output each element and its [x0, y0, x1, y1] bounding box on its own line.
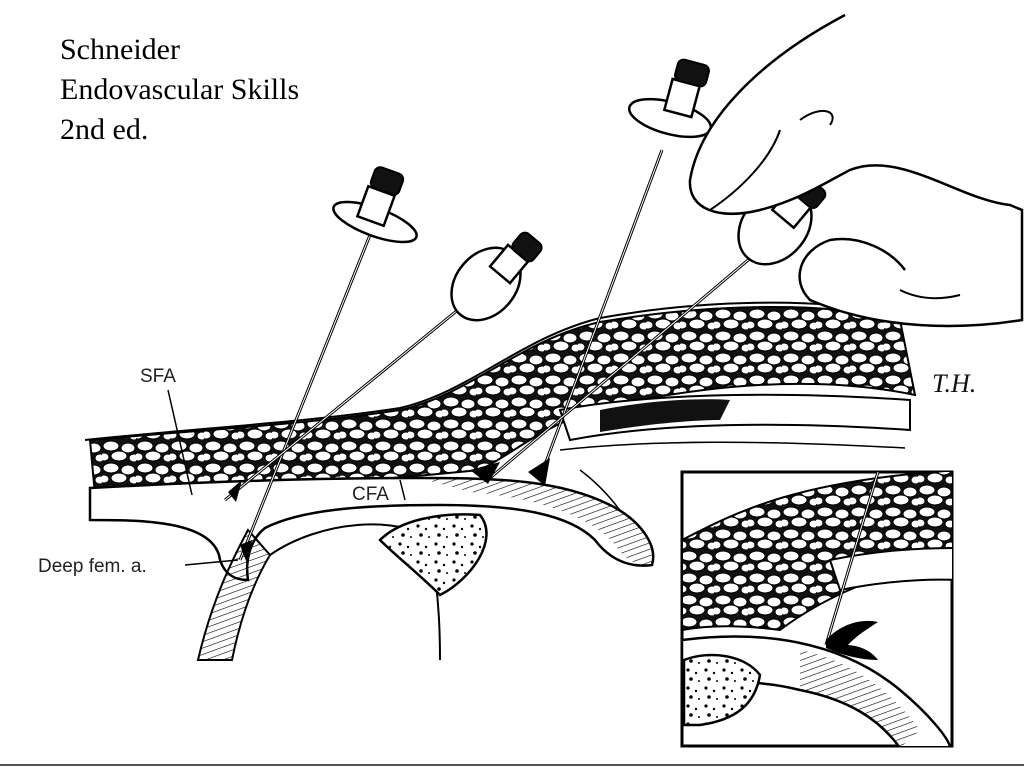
puncture-mark	[470, 462, 500, 484]
puncture-mark	[228, 480, 242, 502]
femoral-bone	[378, 513, 488, 597]
cfa-vessel-wall	[420, 478, 654, 566]
needle-1	[238, 166, 418, 561]
puncture-mark	[240, 540, 252, 566]
needle-3	[538, 58, 713, 479]
inset-detail	[680, 470, 954, 748]
fat-layer	[88, 306, 917, 497]
source-edition: 2nd ed.	[60, 113, 149, 146]
palpating-hand	[688, 13, 1024, 328]
deep-tissue-contour	[559, 441, 906, 451]
puncture-mark	[528, 458, 550, 486]
deep-fem-vessel	[196, 528, 272, 661]
fingernail	[799, 110, 834, 126]
sfa-leader-line	[167, 389, 193, 496]
inset-needle-core	[825, 472, 879, 646]
inset-vessel-wall	[800, 650, 920, 746]
skin-line	[84, 301, 906, 441]
inset-bone	[682, 653, 762, 727]
inset-blood-spurt	[826, 620, 878, 660]
finger-crease-2	[899, 289, 961, 300]
bottom-rule	[0, 764, 1024, 766]
deep-fem-leader-line	[184, 559, 239, 566]
illustrator-signature: T.H.	[932, 369, 976, 398]
source-book-title: Endovascular Skills	[60, 73, 300, 106]
source-citation: Schneider Endovascular Skills 2nd ed.	[60, 30, 299, 150]
label-sfa: SFA	[140, 366, 176, 387]
fascia-shading	[600, 399, 730, 432]
source-author: Schneider	[60, 33, 180, 66]
cfa-leader-line	[399, 479, 406, 501]
needle-2	[224, 231, 543, 502]
inset-fascia	[828, 547, 952, 592]
label-cfa: CFA	[352, 484, 389, 505]
label-deep-fem: Deep fem. a.	[38, 556, 147, 577]
finger-crease	[709, 129, 781, 211]
